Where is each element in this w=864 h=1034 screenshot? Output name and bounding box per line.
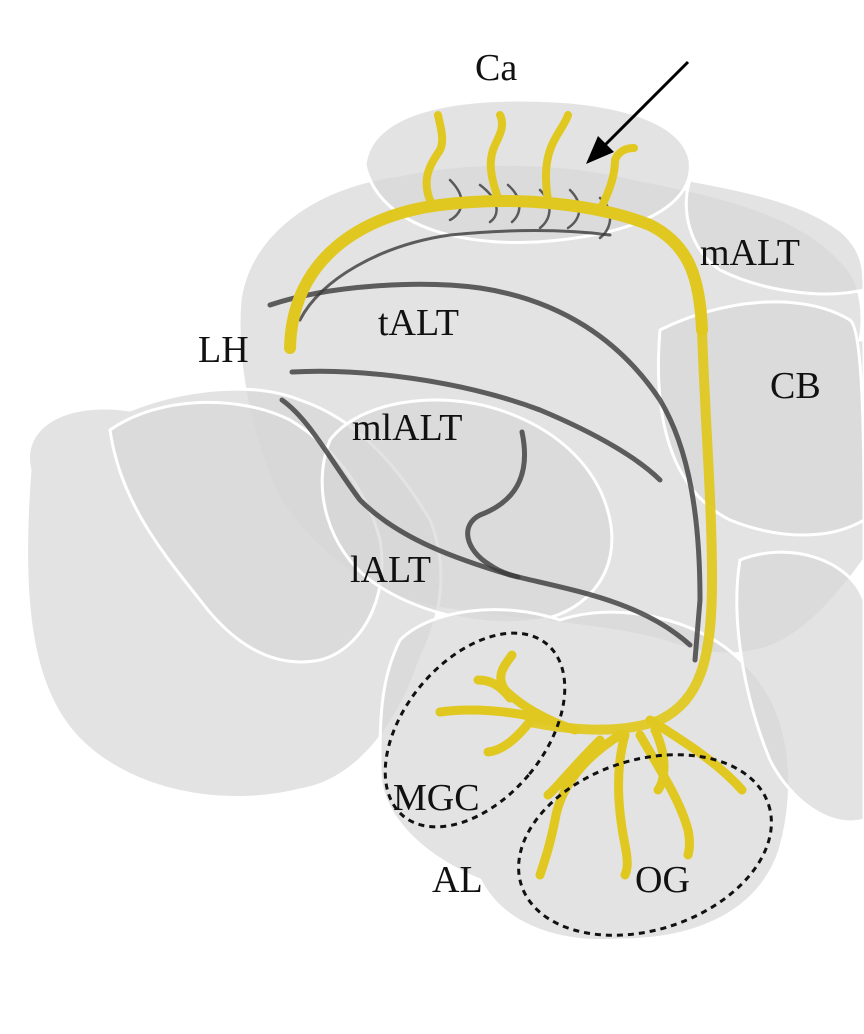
label-cb: CB [770,365,821,407]
label-ca: Ca [475,47,517,89]
label-mlalt: mlALT [352,407,463,449]
label-malt: mALT [700,232,800,274]
label-talt: tALT [378,302,459,344]
label-og: OG [635,859,690,901]
label-mgc: MGC [393,777,480,819]
label-lh: LH [198,329,249,371]
label-al: AL [432,859,483,901]
label-lalt: lALT [350,549,431,591]
